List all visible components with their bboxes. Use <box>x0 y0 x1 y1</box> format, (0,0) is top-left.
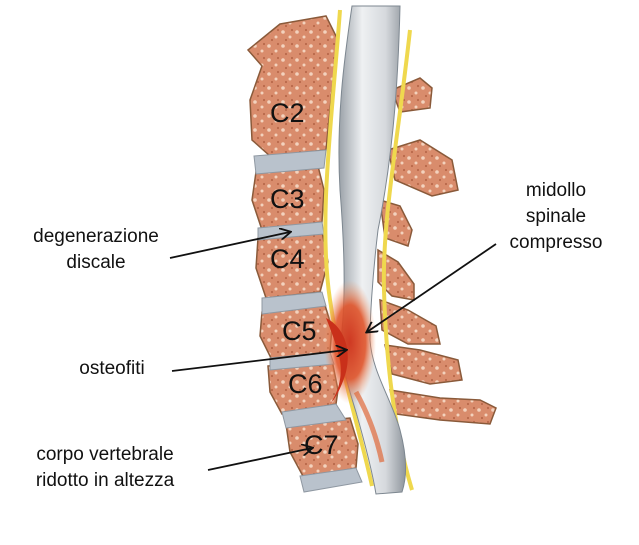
vertebra-label-c4: C4 <box>270 244 305 274</box>
annotation-line: compresso <box>509 232 603 253</box>
annotation-line: ridotto in altezza <box>35 470 175 491</box>
annotation-line: osteofiti <box>79 358 145 379</box>
vertebra-label-c2: C2 <box>270 98 305 128</box>
annotation-line: discale <box>66 252 126 273</box>
arrow-osteofiti <box>171 350 346 372</box>
annotation-midollo: midollo spinale compresso <box>490 178 622 256</box>
annotation-line: midollo <box>525 180 587 201</box>
arrow-midollo <box>367 243 497 332</box>
disc-below-c7 <box>299 467 363 493</box>
disc-c4-c5 <box>261 291 327 315</box>
annotation-arrows <box>169 232 497 471</box>
vertebra-label-c5: C5 <box>282 316 317 346</box>
vertebral-bodies <box>246 15 359 479</box>
annotation-osteofiti: osteofiti <box>62 356 162 382</box>
vertebra-labels: C2 C3 C4 C5 C6 C7 <box>270 98 339 460</box>
annotation-corpo: corpo vertebrale ridotto in altezza <box>10 442 200 494</box>
annotation-line: corpo vertebrale <box>36 444 174 465</box>
vertebra-label-c7: C7 <box>304 430 339 460</box>
compression-zone <box>324 280 385 463</box>
vertebra-label-c6: C6 <box>288 369 323 399</box>
arrow-corpo <box>207 448 312 471</box>
osteophyte <box>326 318 348 404</box>
annotation-line: spinale <box>525 206 587 227</box>
annotation-line: degenerazione <box>33 226 159 247</box>
annotation-degenerazione: degenerazione discale <box>20 224 172 276</box>
spinous-processes <box>377 77 497 425</box>
disc-c2-c3 <box>253 149 327 175</box>
disc-c6-c7 <box>281 403 347 429</box>
vertebra-c2 <box>246 15 339 157</box>
arrow-degenerazione <box>169 232 290 259</box>
vertebra-label-c3: C3 <box>270 184 305 214</box>
